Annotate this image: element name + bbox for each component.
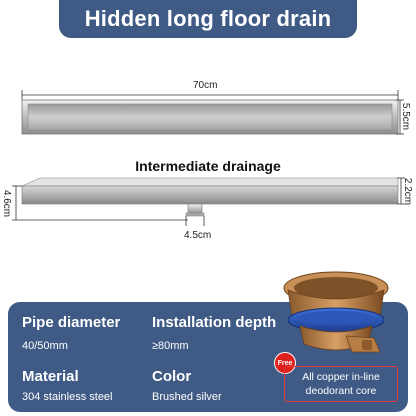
side-left-height-dimension <box>12 185 188 221</box>
installation-depth-value: ≥80mm <box>152 340 189 352</box>
outlet-label: 4.5cm <box>184 230 212 241</box>
color-value: Brushed silver <box>152 391 222 403</box>
material-value: 304 stainless steel <box>22 391 113 403</box>
title-banner: Hidden long floor drain <box>59 0 357 38</box>
installation-depth-label: Installation depth <box>152 314 277 331</box>
deodorant-core-image <box>283 271 389 353</box>
top-length-label: 70cm <box>193 80 218 91</box>
side-right-height-dimension <box>397 177 405 205</box>
top-view-drain <box>21 99 399 135</box>
pipe-diameter-label: Pipe diameter <box>22 314 121 331</box>
deodorant-core-callout: All copper in-line deodorant core <box>284 366 398 402</box>
pipe-diameter-value: 40/50mm <box>22 340 68 352</box>
top-width-dimension <box>396 99 404 135</box>
outlet-dimension <box>185 216 205 226</box>
material-label: Material <box>22 368 79 385</box>
top-length-dimension <box>21 90 399 100</box>
banner-title: Hidden long floor drain <box>84 6 332 31</box>
free-badge: Free <box>274 352 296 374</box>
color-label: Color <box>152 368 192 385</box>
callout-line-1: All copper in-line <box>302 371 380 383</box>
callout-line-2: deodorant core <box>305 385 377 397</box>
side-view-title: Intermediate drainage <box>135 158 281 174</box>
